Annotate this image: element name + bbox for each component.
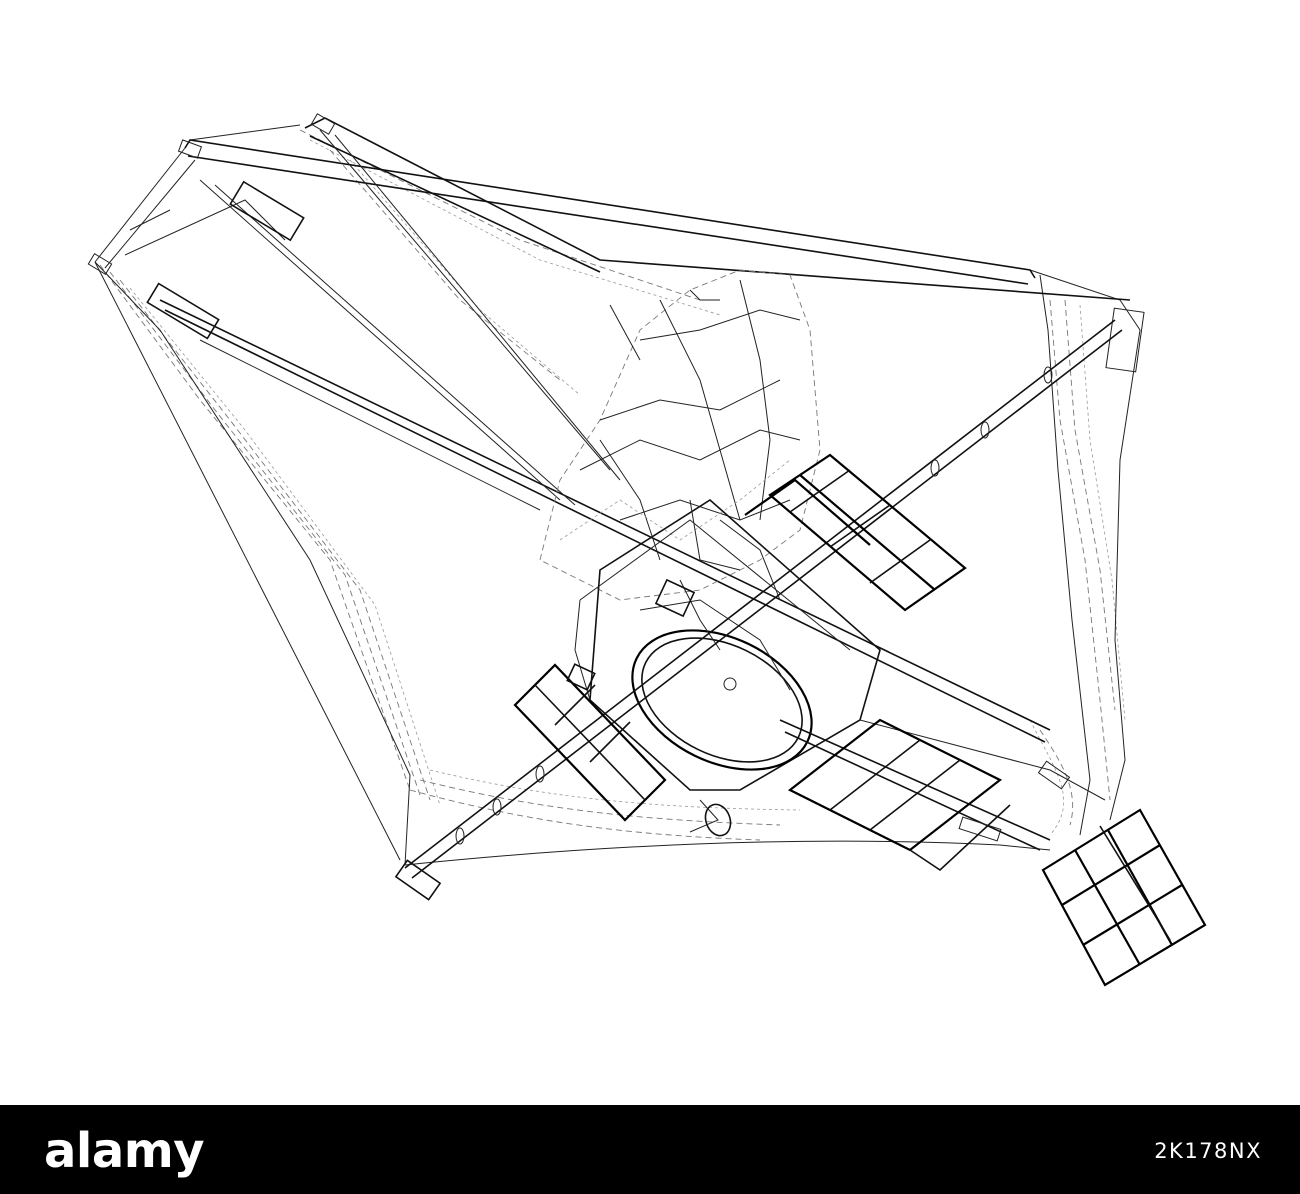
sunshield-dashed-lines [99,129,1126,841]
antenna-dish [689,799,732,837]
upper-booms [94,117,1131,743]
solar-panel-lower [513,663,667,822]
lower-right-boom [779,719,1106,851]
watermark-footer-bar [0,1105,1300,1194]
sunshield-outline [94,124,1141,866]
primary-mirror [539,269,821,601]
telescope-wireframe-illustration [87,113,1207,987]
solar-panel-upper [744,453,967,612]
brand-logo-text: alamy [44,1123,205,1179]
diagonal-boom [394,319,1123,901]
boom-modules [87,113,1145,373]
grid-panel [1041,808,1207,987]
image-id-label: 2K178NX [1154,1139,1262,1163]
solar-strip-lower-right [787,718,1011,872]
